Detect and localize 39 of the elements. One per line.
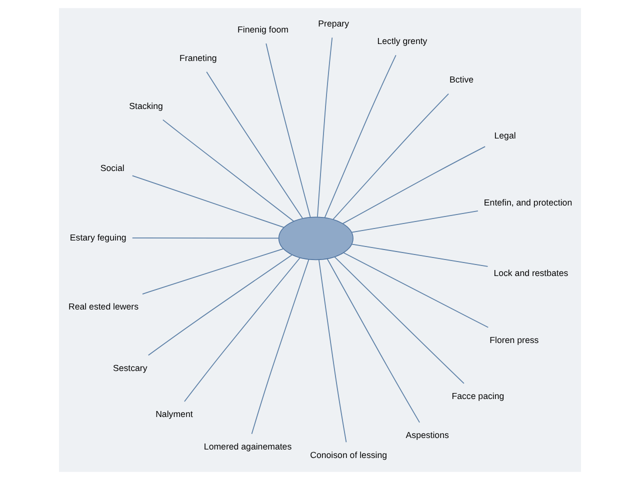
connector (184, 257, 300, 402)
node-text: Lectly grenty (377, 36, 428, 46)
connector (324, 54, 396, 218)
connector (162, 119, 294, 222)
node-text: Stacking (129, 100, 163, 111)
connector (251, 259, 310, 434)
node-text: Bctive (450, 74, 474, 85)
node-text: Franeting (180, 52, 217, 63)
connector (132, 175, 284, 228)
node-text: Estary feguing (70, 232, 126, 243)
node-text: Legal (494, 130, 516, 141)
node-text: Aspestions (406, 430, 449, 440)
connector (266, 43, 311, 218)
connector (343, 252, 489, 328)
connector (206, 71, 303, 219)
connector (351, 210, 478, 233)
node-text: Sestcary (112, 362, 148, 373)
connector (332, 93, 449, 220)
connector (132, 237, 280, 239)
node-text: Lomered againemates (204, 442, 292, 452)
node-text: Prepary (318, 18, 350, 29)
node-text: Entefin, and protection (484, 198, 572, 208)
node-text: Social (100, 163, 124, 174)
node-text: Nalyment (156, 409, 193, 420)
node-text: Floren press (490, 335, 539, 346)
node-text: Lock and restbates (494, 268, 568, 278)
node-text: Conoison of lessing (310, 450, 388, 460)
node-text: Finenig foom (238, 24, 288, 34)
connector (318, 259, 347, 443)
connector (351, 244, 488, 267)
node-text: Real ested lewers (68, 302, 139, 312)
connector (317, 37, 333, 218)
connector (142, 248, 284, 295)
connector (326, 258, 420, 423)
connector (342, 146, 486, 224)
connector (148, 254, 292, 356)
connector (334, 256, 464, 384)
node-text: Facce pacing (452, 391, 504, 402)
node-cloud (278, 216, 354, 260)
